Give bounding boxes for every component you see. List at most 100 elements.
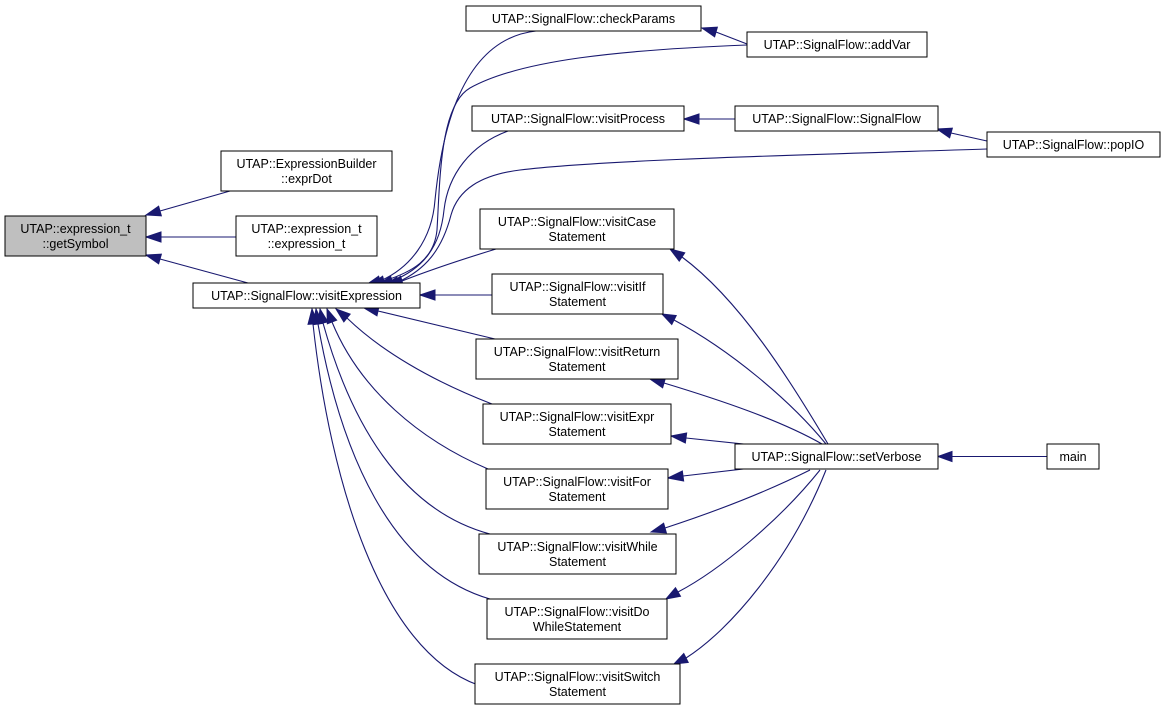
edge-line (159, 190, 231, 212)
node-exprCtor[interactable]: UTAP::expression_t::expression_t (235, 215, 378, 257)
node-setVerbose[interactable]: UTAP::SignalFlow::setVerbose (734, 443, 939, 470)
node-label-line: WhileStatement (533, 620, 622, 634)
edge-line (379, 30, 537, 282)
edge-setVerbose-to-visitDoWhile (664, 469, 821, 600)
edge-visitExpr-to-visitExpression (334, 308, 493, 405)
node-main[interactable]: main (1046, 443, 1100, 470)
edge-setVerbose-to-visitCase (668, 248, 829, 445)
node-label-line: UTAP::SignalFlow::visitExpr (500, 410, 655, 424)
node-label-line: UTAP::SignalFlow::visitSwitch (495, 670, 661, 684)
edge-visitProcess-to-visitExpression (376, 130, 509, 287)
edge-exprCtor-to-getSymbol (144, 231, 236, 243)
arrowhead (682, 113, 700, 125)
arrowhead (935, 127, 954, 139)
node-label-line: Statement (549, 555, 607, 569)
edge-line (677, 469, 821, 593)
arrowhead (668, 248, 686, 263)
node-label-line: UTAP::expression_t (20, 222, 131, 236)
edge-line (346, 317, 493, 405)
node-label-line: UTAP::SignalFlow::visitWhile (497, 540, 657, 554)
edge-visitFor-to-visitExpression (326, 307, 489, 470)
node-box (192, 282, 421, 309)
node-addVar[interactable]: UTAP::SignalFlow::addVar (746, 31, 928, 58)
edge-signalFlowCtor-to-visitProcess (682, 113, 735, 125)
edge-line (715, 31, 748, 45)
edge-visitWhile-to-visitExpression (317, 307, 491, 535)
node-box (482, 403, 672, 445)
node-label-line: Statement (549, 360, 607, 374)
arrowhead (672, 652, 690, 665)
node-exprDot[interactable]: UTAP::ExpressionBuilder::exprDot (220, 150, 393, 192)
arrowhead (648, 377, 667, 389)
edge-setVerbose-to-visitIf (660, 313, 827, 445)
edge-main-to-setVerbose (936, 450, 1047, 463)
node-box (220, 150, 393, 192)
edge-addVar-to-checkParams (700, 26, 748, 45)
node-popIO[interactable]: UTAP::SignalFlow::popIO (986, 131, 1161, 158)
arrowhead (307, 307, 319, 325)
node-signalFlowCtor[interactable]: UTAP::SignalFlow::SignalFlow (734, 105, 939, 132)
node-box (474, 663, 681, 705)
arrowhead (649, 522, 668, 534)
edge-visitSwitch-to-visitExpression (307, 307, 479, 686)
node-label-line: UTAP::SignalFlow::addVar (764, 38, 911, 52)
edge-line (377, 310, 496, 340)
node-getSymbol[interactable]: UTAP::expression_t::getSymbol (4, 215, 147, 257)
arrowhead (144, 231, 162, 243)
node-label-line: UTAP::SignalFlow::visitExpression (211, 289, 402, 303)
edge-visitExpression-to-getSymbol (144, 253, 249, 284)
node-label-line: UTAP::SignalFlow::visitFor (503, 475, 651, 489)
node-box (986, 131, 1161, 158)
nodes: UTAP::expression_t::getSymbol UTAP::Expre… (4, 5, 1161, 705)
node-checkParams[interactable]: UTAP::SignalFlow::checkParams (465, 5, 702, 32)
node-label-line: UTAP::SignalFlow::visitReturn (494, 345, 661, 359)
node-box (746, 31, 928, 58)
arrowhead (418, 289, 436, 301)
edge-line (673, 319, 827, 445)
arrowhead (666, 470, 685, 482)
node-label-line: UTAP::ExpressionBuilder (236, 157, 376, 171)
arrowhead (334, 308, 352, 323)
edge-line (950, 132, 988, 142)
edge-visitIf-to-visitExpression (418, 289, 492, 301)
edge-popIO-to-visitExpression (382, 148, 988, 288)
edge-setVerbose-to-visitWhile (649, 469, 811, 534)
arrowhead (660, 313, 678, 326)
edge-line (159, 258, 249, 284)
node-visitExpression[interactable]: UTAP::SignalFlow::visitExpression (192, 282, 421, 309)
node-label-line: UTAP::SignalFlow::visitIf (510, 280, 646, 294)
arrowhead (700, 26, 719, 38)
arrowhead (669, 432, 688, 444)
node-box (734, 443, 939, 470)
node-box (478, 533, 677, 575)
edge-visitReturn-to-visitExpression (362, 305, 496, 340)
node-box (1046, 443, 1100, 470)
edge-line (401, 248, 497, 282)
edge-addVar-to-visitExpression (368, 44, 748, 287)
arrowhead (144, 253, 163, 265)
edge-line (664, 469, 811, 529)
edge-setVerbose-to-visitSwitch (672, 469, 827, 665)
edge-line (312, 323, 479, 686)
edge-line (663, 382, 823, 445)
edge-line (397, 148, 988, 283)
node-visitProcess[interactable]: UTAP::SignalFlow::visitProcess (471, 105, 685, 132)
node-box (485, 468, 669, 510)
node-box (475, 338, 679, 380)
edge-line (681, 256, 829, 445)
node-label-line: UTAP::SignalFlow::visitProcess (491, 112, 665, 126)
edge-popIO-to-signalFlowCtor (935, 127, 988, 142)
node-label-line: Statement (549, 230, 607, 244)
node-label-line: ::exprDot (281, 172, 332, 186)
node-label-line: UTAP::expression_t (251, 222, 362, 236)
edge-visitCase-to-visitExpression (386, 248, 497, 287)
